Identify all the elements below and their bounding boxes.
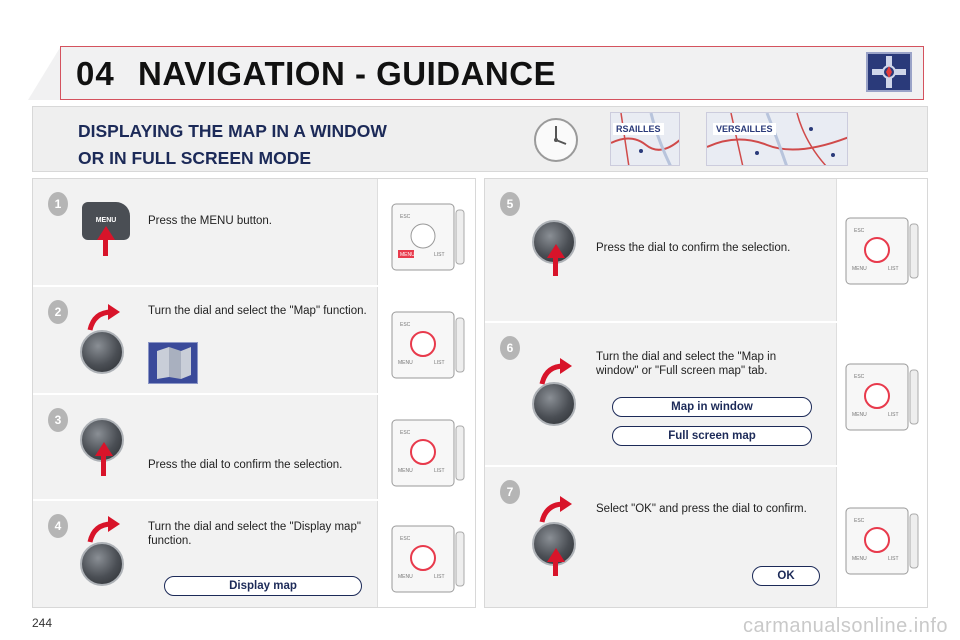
console-esc-label: ESC [854, 518, 865, 524]
console-esc-label: ESC [400, 214, 411, 220]
page-title: NAVIGATION - GUIDANCE [138, 55, 557, 92]
navigation-crosshair-icon [866, 52, 912, 92]
control-panel-illustration: ESC MENU LIST [391, 525, 465, 593]
press-arrow-stem [101, 454, 106, 476]
step-7-text: Select "OK" and press the dial to confir… [596, 503, 807, 515]
dial-knob-icon [80, 542, 124, 586]
console-esc-label: ESC [400, 430, 411, 436]
map-city-label: RSAILLES [613, 123, 664, 135]
console-list-label: LIST [434, 252, 445, 258]
step-4-text: Turn the dial and select the "Display ma… [148, 521, 361, 547]
control-panel-illustration: ESC MENU LIST [391, 311, 465, 379]
console-menu-label: MENU [852, 556, 867, 562]
control-panel-illustration: ESC MENU LIST [845, 363, 919, 431]
watermark: carmanualsonline.info [742, 615, 948, 637]
press-arrow-stem [553, 560, 558, 576]
press-arrow-icon [547, 548, 565, 562]
step-6-text: Turn the dial and select the "Map in win… [596, 351, 777, 377]
header-slant [28, 46, 61, 100]
console-menu-label: MENU [852, 266, 867, 272]
console-menu-label: MENU [398, 468, 413, 474]
press-arrow-stem [103, 238, 108, 256]
console-esc-label: ESC [854, 228, 865, 234]
display-map-option: Display map [164, 576, 362, 596]
map-window-thumbnail: RSAILLES [610, 112, 680, 166]
step-number-6: 6 [500, 336, 520, 360]
press-arrow-icon [97, 226, 115, 240]
press-arrow-stem [553, 256, 558, 276]
dial-knob-icon [532, 382, 576, 426]
console-menu-label: MENU [398, 574, 413, 580]
step-number-7: 7 [500, 480, 520, 504]
clock-icon [532, 116, 580, 164]
console-esc-label: ESC [400, 322, 411, 328]
step-2-text: Turn the dial and select the "Map" funct… [148, 305, 367, 317]
console-menu-label: MENU [398, 360, 413, 366]
step-number-3: 3 [48, 408, 68, 432]
control-panel-illustration: ESC MENU LIST [845, 507, 919, 575]
full-screen-map-thumbnail: VERSAILLES [706, 112, 848, 166]
step-number-1: 1 [48, 192, 68, 216]
page-number: 244 [32, 616, 53, 630]
rotate-arrow-icon [87, 516, 120, 543]
dial-knob-icon [80, 330, 124, 374]
console-list-label: LIST [434, 468, 445, 474]
map-function-icon [148, 342, 198, 384]
ok-option: OK [752, 566, 820, 586]
control-panel-illustration: ESC MENU LIST [391, 419, 465, 487]
console-menu-label: MENU [852, 412, 867, 418]
console-menu-label: MENU [400, 252, 415, 258]
control-panel-illustration: ESC MENU LIST [391, 203, 465, 271]
console-esc-label: ESC [854, 374, 865, 380]
console-list-label: LIST [434, 574, 445, 580]
step-3-text: Press the dial to confirm the selection. [148, 459, 343, 471]
control-panel-illustration: ESC MENU LIST [845, 217, 919, 285]
chapter-number: 04 [76, 55, 115, 92]
console-list-label: LIST [888, 556, 899, 562]
section-title-line-1: DISPLAYING THE MAP IN A WINDOW [78, 121, 387, 141]
console-list-label: LIST [888, 266, 899, 272]
console-list-label: LIST [888, 412, 899, 418]
rotate-arrow-icon [539, 358, 572, 385]
rotate-arrow-icon [87, 304, 120, 331]
step-number-4: 4 [48, 514, 68, 538]
map-in-window-option: Map in window [612, 397, 812, 417]
header-bar [60, 46, 924, 100]
step-number-2: 2 [48, 300, 68, 324]
press-arrow-icon [547, 244, 565, 258]
map-city-label: VERSAILLES [713, 123, 776, 135]
full-screen-map-option: Full screen map [612, 426, 812, 446]
step-1-text: Press the MENU button. [148, 215, 272, 227]
section-title-line-2: OR IN FULL SCREEN MODE [78, 148, 312, 168]
section-title: DISPLAYING THE MAP IN A WINDOW OR IN FUL… [78, 118, 458, 172]
step-number-5: 5 [500, 192, 520, 216]
step-5-text: Press the dial to confirm the selection. [596, 242, 791, 254]
console-list-label: LIST [434, 360, 445, 366]
press-arrow-icon [95, 442, 113, 456]
rotate-arrow-icon [539, 496, 572, 523]
console-esc-label: ESC [400, 536, 411, 542]
